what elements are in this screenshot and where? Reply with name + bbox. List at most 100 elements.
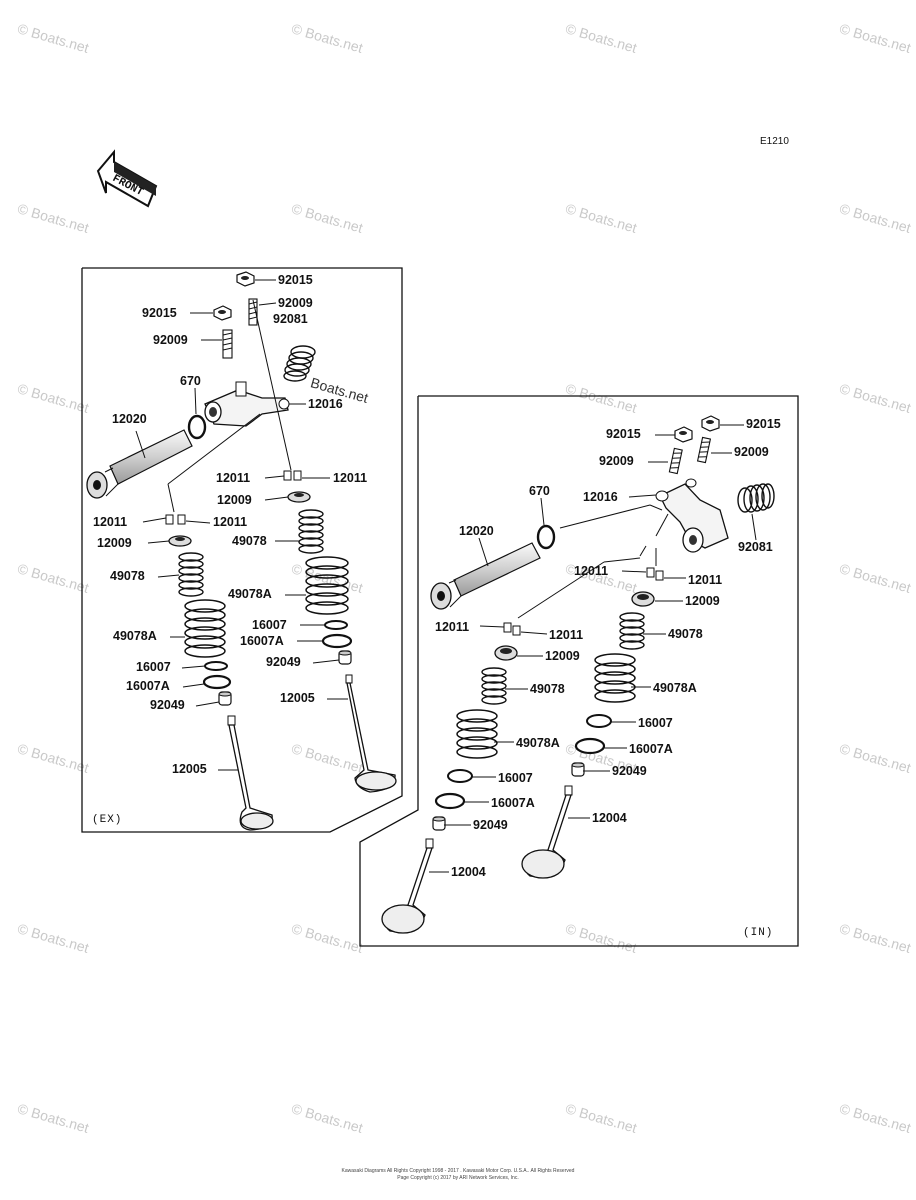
part-label[interactable]: 670 bbox=[180, 374, 201, 388]
valve-keeper-icon bbox=[165, 514, 186, 525]
part-label[interactable]: 12011 bbox=[435, 620, 470, 634]
rocker-shaft-icon bbox=[86, 429, 193, 499]
spring-seat-icon bbox=[202, 674, 232, 690]
adjust-screw-icon bbox=[696, 436, 712, 464]
part-label[interactable]: 92009 bbox=[153, 333, 188, 347]
part-label[interactable]: 16007 bbox=[498, 771, 533, 785]
inner-spring-icon bbox=[619, 612, 645, 650]
valve-seal-icon bbox=[338, 650, 352, 665]
part-label[interactable]: 12011 bbox=[549, 628, 584, 642]
part-label[interactable]: 92015 bbox=[746, 417, 781, 431]
rocker-arm-icon bbox=[639, 478, 729, 557]
copyright-line: Kawasaki Diagrams All Rights Copyright 1… bbox=[341, 1168, 575, 1174]
part-label[interactable]: 49078A bbox=[516, 736, 560, 750]
part-label[interactable]: 12011 bbox=[93, 515, 128, 529]
part-label[interactable]: 16007 bbox=[252, 618, 287, 632]
part-label[interactable]: 12016 bbox=[583, 490, 618, 504]
inner-spring-icon bbox=[481, 667, 507, 705]
part-label[interactable]: 12011 bbox=[216, 471, 251, 485]
front-arrow-icon: FRONT bbox=[96, 149, 158, 208]
part-label[interactable]: 16007A bbox=[629, 742, 673, 756]
inner-spring-icon bbox=[298, 509, 324, 554]
part-label[interactable]: 16007A bbox=[491, 796, 535, 810]
spring-seat-icon bbox=[586, 714, 612, 728]
part-label[interactable]: 49078 bbox=[530, 682, 565, 696]
nut-icon bbox=[701, 415, 720, 432]
part-label[interactable]: 49078 bbox=[110, 569, 145, 583]
part-label[interactable]: 12011 bbox=[688, 573, 723, 587]
rocker-spring-icon bbox=[283, 345, 316, 382]
part-label[interactable]: 12009 bbox=[685, 594, 720, 608]
o-ring-icon bbox=[187, 414, 207, 440]
leader-lines bbox=[135, 279, 306, 513]
spring-retainer-icon bbox=[168, 535, 192, 547]
part-label[interactable]: 12009 bbox=[97, 536, 132, 550]
o-ring-icon bbox=[536, 524, 556, 550]
part-label[interactable]: 12004 bbox=[451, 865, 486, 879]
part-label[interactable]: 12005 bbox=[280, 691, 315, 705]
part-label[interactable]: 92049 bbox=[266, 655, 301, 669]
part-label[interactable]: 49078 bbox=[668, 627, 703, 641]
part-label[interactable]: 12011 bbox=[333, 471, 368, 485]
outer-spring-icon bbox=[456, 709, 498, 759]
valve-icon bbox=[345, 674, 397, 793]
spring-retainer-icon bbox=[631, 591, 655, 607]
part-label[interactable]: 12005 bbox=[172, 762, 207, 776]
part-label[interactable]: 92049 bbox=[150, 698, 185, 712]
part-label[interactable]: 12004 bbox=[592, 811, 627, 825]
part-label[interactable]: 12009 bbox=[217, 493, 252, 507]
part-label[interactable]: 12020 bbox=[459, 524, 494, 538]
valve-seal-icon bbox=[432, 816, 446, 831]
part-label[interactable]: 92015 bbox=[142, 306, 177, 320]
part-label[interactable]: 92009 bbox=[734, 445, 769, 459]
spring-seat-icon bbox=[447, 769, 473, 783]
spring-retainer-icon bbox=[494, 645, 518, 661]
spring-seat-icon bbox=[321, 633, 353, 649]
leader-lines bbox=[429, 570, 686, 873]
valve-seal-icon bbox=[218, 691, 232, 706]
outer-spring-icon bbox=[594, 653, 636, 703]
copyright-line: Page Copyright (c) 2017 by ARI Network S… bbox=[397, 1175, 519, 1181]
outer-spring-icon bbox=[305, 556, 349, 615]
spring-seat-icon bbox=[324, 620, 348, 630]
rocker-shaft-icon bbox=[430, 542, 541, 610]
part-label[interactable]: 12011 bbox=[574, 564, 609, 578]
adjust-screw-icon bbox=[248, 298, 258, 326]
part-label[interactable]: 92081 bbox=[273, 312, 308, 326]
panel-tag-ex: (EX) bbox=[92, 814, 123, 826]
spring-seat-icon bbox=[574, 737, 606, 755]
part-label[interactable]: 16007 bbox=[136, 660, 171, 674]
spring-retainer-icon bbox=[287, 491, 311, 503]
part-label[interactable]: 92049 bbox=[612, 764, 647, 778]
nut-icon bbox=[236, 271, 255, 287]
valve-seal-icon bbox=[571, 762, 585, 777]
valve-keeper-icon bbox=[646, 567, 664, 581]
diagram-code: E1210 bbox=[760, 136, 789, 147]
part-label[interactable]: 12011 bbox=[213, 515, 248, 529]
part-label[interactable]: 12016 bbox=[308, 397, 343, 411]
part-label[interactable]: 49078A bbox=[228, 587, 272, 601]
part-label[interactable]: 670 bbox=[529, 484, 550, 498]
panel-tag-in: (IN) bbox=[743, 927, 774, 939]
part-label[interactable]: 92081 bbox=[738, 540, 773, 554]
part-label[interactable]: 49078A bbox=[113, 629, 157, 643]
part-label[interactable]: 92009 bbox=[278, 296, 313, 310]
part-label[interactable]: 16007 bbox=[638, 716, 673, 730]
valve-keeper-icon bbox=[283, 470, 302, 481]
part-label[interactable]: 49078A bbox=[653, 681, 697, 695]
part-label[interactable]: 92015 bbox=[278, 273, 313, 287]
part-label[interactable]: 16007A bbox=[240, 634, 284, 648]
part-label[interactable]: 12009 bbox=[545, 649, 580, 663]
valve-keeper-icon bbox=[503, 622, 521, 636]
part-label[interactable]: 92009 bbox=[599, 454, 634, 468]
leader-lines bbox=[142, 475, 348, 771]
part-label[interactable]: 16007A bbox=[126, 679, 170, 693]
part-label[interactable]: 92049 bbox=[473, 818, 508, 832]
part-label[interactable]: 12020 bbox=[112, 412, 147, 426]
part-label[interactable]: 92015 bbox=[606, 427, 641, 441]
adjust-screw-icon bbox=[668, 447, 683, 475]
part-label[interactable]: 49078 bbox=[232, 534, 267, 548]
valve-icon bbox=[227, 715, 274, 831]
